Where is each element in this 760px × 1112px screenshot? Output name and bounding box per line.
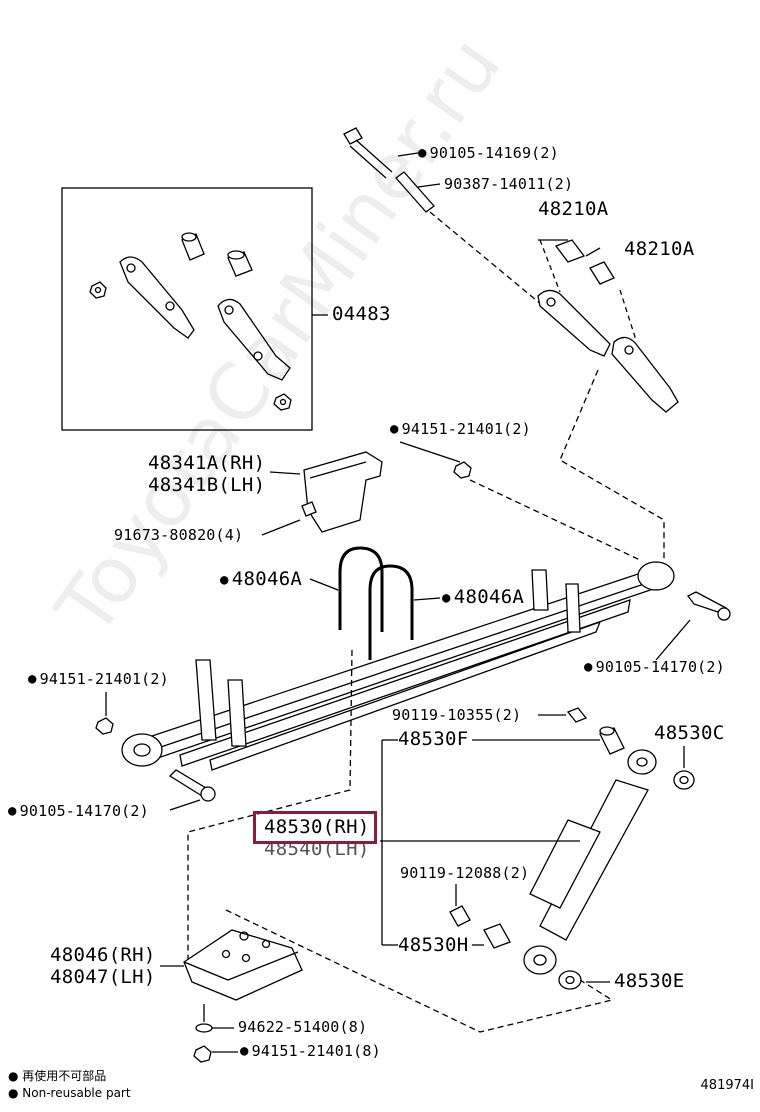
kit-shackle-left <box>119 256 195 339</box>
rear-left-bolt <box>168 769 216 802</box>
label-90119-12088[interactable]: 90119-12088(2) <box>400 864 530 882</box>
label-94151-21401-bottom[interactable]: 94151-21401(8) <box>240 1042 381 1060</box>
upper-nut <box>453 461 472 479</box>
legend-english: Non-reusable part <box>22 1086 131 1100</box>
label-94151-21401-left[interactable]: 94151-21401(2) <box>28 670 169 688</box>
label-94622-51400[interactable]: 94622-51400(8) <box>238 1018 368 1036</box>
label-48046A-left[interactable]: 48046A <box>220 568 302 590</box>
non-reusable-bullet-icon: ● <box>8 1086 23 1100</box>
label-48530C[interactable]: 48530C <box>654 722 725 744</box>
label-48046-rh[interactable]: 48046(RH) <box>50 944 156 966</box>
non-reusable-bullet-icon: ● <box>8 1069 23 1083</box>
label-48210A-2[interactable]: 48210A <box>624 238 695 260</box>
u-bolt-right <box>368 564 414 660</box>
rear-shackle <box>537 289 679 413</box>
u-bolt-left <box>338 546 384 632</box>
kit-box <box>61 187 313 431</box>
label-90387-14011[interactable]: 90387-14011(2) <box>444 175 574 193</box>
bottom-washer <box>195 1023 213 1033</box>
shackle-bushing-b <box>589 261 615 285</box>
legend-japanese: 再使用不可部品 <box>22 1069 107 1083</box>
kit-nut-left <box>89 281 107 299</box>
figure-number: 481974I <box>700 1078 754 1093</box>
bottom-nut <box>193 1045 212 1063</box>
bolt-shock-mid <box>449 905 471 927</box>
shackle-bushing-a <box>554 239 586 263</box>
left-nut <box>95 717 114 735</box>
label-91673-80820[interactable]: 91673-80820(4) <box>114 526 244 544</box>
bracket-bolt <box>301 501 317 517</box>
label-48341B[interactable]: 48341B(LH) <box>148 474 266 496</box>
label-48540-lh[interactable]: 48540(LH) <box>264 838 370 860</box>
kit-shackle-right <box>217 298 291 381</box>
label-48530-rh[interactable]: 48530(RH) <box>264 816 370 838</box>
leaf-spring <box>121 561 675 771</box>
label-48530E[interactable]: 48530E <box>614 970 685 992</box>
nut-shock-top <box>566 707 588 723</box>
spring-seat <box>183 929 303 1001</box>
front-right-bolt <box>687 591 731 621</box>
top-bolt <box>343 127 393 179</box>
label-94151-21401-upper[interactable]: 94151-21401(2) <box>390 420 531 438</box>
washer-e <box>558 970 582 990</box>
label-48210A-1[interactable]: 48210A <box>538 198 609 220</box>
label-90119-10355[interactable]: 90119-10355(2) <box>392 706 522 724</box>
label-48341A[interactable]: 48341A(RH) <box>148 452 266 474</box>
kit-nut-right <box>273 393 292 411</box>
label-04483[interactable]: 04483 <box>332 303 391 325</box>
cushion-f <box>599 726 625 755</box>
top-sleeve <box>395 171 435 213</box>
label-90105-14170-rear[interactable]: 90105-14170(2) <box>8 802 149 820</box>
label-90105-14170-front[interactable]: 90105-14170(2) <box>584 658 725 676</box>
label-48046A-right[interactable]: 48046A <box>442 586 524 608</box>
highlight-box <box>253 811 377 844</box>
washer-c <box>673 770 695 790</box>
label-90105-14169[interactable]: 90105-14169(2) <box>418 144 559 162</box>
kit-bushing-1 <box>181 232 205 261</box>
label-48047-lh[interactable]: 48047(LH) <box>50 966 156 988</box>
spring-bracket <box>303 451 383 533</box>
legend: ● 再使用不可部品 ● Non-reusable part <box>8 1068 131 1102</box>
label-48530H[interactable]: 48530H <box>398 934 469 956</box>
shock-absorber <box>523 749 657 975</box>
cushion-h <box>483 923 511 949</box>
label-48530F[interactable]: 48530F <box>398 728 469 750</box>
kit-bushing-2 <box>227 250 253 277</box>
